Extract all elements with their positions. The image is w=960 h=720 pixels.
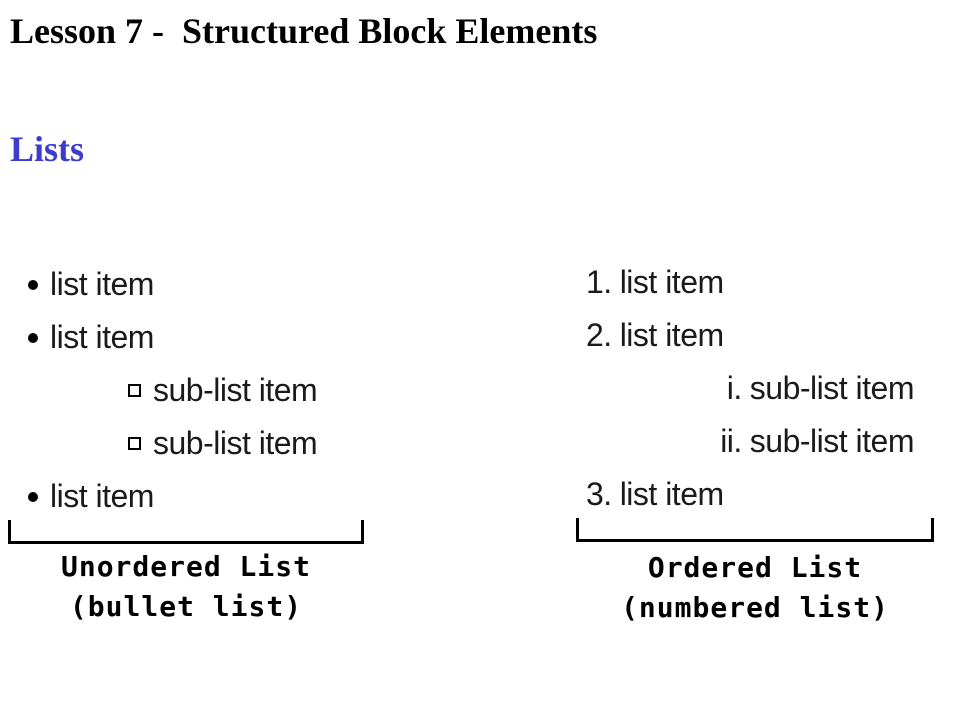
ordered-list-caption: Ordered List (numbered list) [576,548,934,628]
caption-line: Ordered List [647,551,863,584]
sub-list-item-text: sub-list item [153,425,318,461]
sub-list-item-text: sub-list item [153,372,318,408]
disc-bullet-icon [28,279,38,290]
sub-list-item: ii. sub-list item [586,415,946,468]
page-title: Lesson 7 - Structured Block Elements [10,11,598,51]
list-item-text: list item [619,476,724,512]
caption-line: (numbered list) [621,591,889,624]
list-item-text: list item [619,264,724,300]
list-item: list item [24,258,384,311]
list-item-text: list item [619,317,724,353]
section-heading-lists: Lists [10,129,85,169]
caption-line: Unordered List [60,550,311,583]
list-item-text: list item [50,478,154,514]
unordered-list-caption: Unordered List (bullet list) [8,547,364,627]
square-bullet-icon [128,437,141,450]
sub-list-item-text: sub-list item [749,370,915,406]
roman-numeral: ii. [720,423,742,459]
roman-numeral: i. [726,370,743,406]
list-item: 2. list item [586,309,946,362]
list-item-text: list item [50,266,154,302]
list-item: 3. list item [586,468,946,521]
sub-list-item: sub-list item [24,364,384,417]
sub-list-item: sub-list item [24,417,384,470]
sub-list-item-text: sub-list item [749,423,915,459]
disc-bullet-icon [28,491,38,502]
list-item-text: list item [50,319,154,355]
list-item: list item [24,311,384,364]
unordered-list-example: list item list item sub-list item sub-li… [24,258,384,523]
ordered-bracket [576,518,934,542]
disc-bullet-icon [28,332,38,343]
list-item: 1. list item [586,256,946,309]
unordered-bracket [8,520,364,544]
list-number: 2. [586,317,612,353]
list-item: list item [24,470,384,523]
list-number: 1. [586,264,612,300]
sub-list-item: i. sub-list item [586,362,946,415]
square-bullet-icon [128,384,141,397]
ordered-list-example: 1. list item 2. list item i. sub-list it… [586,256,946,521]
caption-line: (bullet list) [69,590,303,623]
list-number: 3. [586,476,612,512]
